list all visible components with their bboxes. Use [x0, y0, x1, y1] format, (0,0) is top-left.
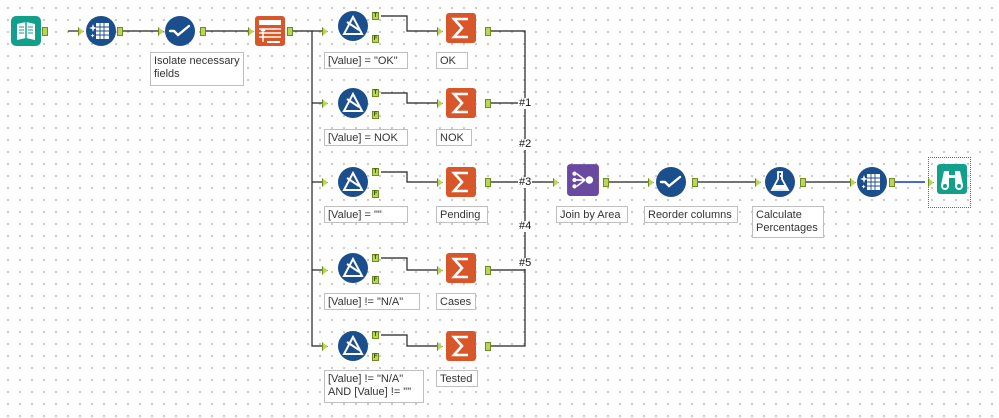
wire	[381, 257, 437, 271]
output-anchor[interactable]	[117, 27, 123, 36]
output-anchor[interactable]	[603, 178, 609, 187]
filter-icon	[338, 88, 368, 118]
filter-tool-3[interactable]	[337, 166, 369, 198]
crosstab-icon	[255, 16, 285, 46]
filter-icon	[338, 331, 368, 361]
annotation-filter-2: [Value] = NOK	[324, 129, 408, 146]
false-anchor[interactable]: F	[372, 353, 379, 361]
false-anchor[interactable]: F	[372, 276, 379, 284]
wire	[291, 30, 322, 347]
summarize-tool-2[interactable]	[445, 87, 477, 119]
select-icon	[656, 167, 686, 197]
annotation-summarize-cases: Cases	[436, 293, 476, 310]
input-data-icon	[11, 16, 41, 46]
filter-tool-4[interactable]	[337, 252, 369, 284]
formula-icon	[765, 167, 795, 197]
summarize-icon	[446, 88, 476, 118]
annotation-summarize-ok: OK	[436, 52, 468, 69]
output-anchor[interactable]	[485, 27, 491, 36]
summarize-icon	[446, 13, 476, 43]
wire-label-4: #4	[518, 220, 533, 232]
output-anchor[interactable]	[485, 266, 491, 275]
true-anchor[interactable]: T	[372, 331, 379, 339]
annotation-summarize-pending: Pending	[436, 206, 488, 223]
data-cleansing-tool[interactable]	[85, 15, 117, 47]
output-anchor[interactable]	[485, 99, 491, 108]
select-tool[interactable]	[164, 15, 196, 47]
summarize-icon	[446, 167, 476, 197]
filter-tool-5[interactable]	[337, 330, 369, 362]
output-anchor[interactable]	[200, 27, 206, 36]
false-anchor[interactable]: F	[372, 111, 379, 119]
annotation-summarize-tested: Tested	[436, 370, 478, 387]
summarize-tool-3[interactable]	[445, 166, 477, 198]
annotation-isolate: Isolate necessary fields	[150, 52, 244, 86]
annotation-filter-4: [Value] != "N/A"	[324, 293, 420, 310]
annotation-filter-5: [Value] != "N/A" AND [Value] != ""	[324, 370, 424, 403]
annotation-reorder: Reorder columns	[644, 206, 738, 223]
browse-tool[interactable]	[936, 163, 968, 195]
join-multiple-icon	[567, 164, 599, 196]
summarize-tool-1[interactable]	[445, 12, 477, 44]
filter-tool-2[interactable]	[337, 87, 369, 119]
true-anchor[interactable]: T	[372, 254, 379, 262]
wire-label-1: #1	[518, 97, 533, 109]
wire	[491, 30, 526, 347]
output-anchor[interactable]	[692, 178, 698, 187]
true-anchor[interactable]: T	[372, 12, 379, 20]
filter-tool-1[interactable]	[337, 10, 369, 42]
select-icon	[165, 16, 195, 46]
data-cleansing-icon	[86, 16, 116, 46]
wire-label-2: #2	[518, 138, 533, 150]
select-tool-reorder[interactable]	[655, 166, 687, 198]
summarize-tool-5[interactable]	[445, 330, 477, 362]
output-anchor[interactable]	[485, 342, 491, 351]
true-anchor[interactable]: T	[372, 89, 379, 97]
data-cleansing-tool-2[interactable]	[856, 166, 888, 198]
browse-icon	[937, 164, 967, 194]
annotation-filter-1: [Value] = "OK"	[324, 52, 408, 69]
true-anchor[interactable]: T	[372, 168, 379, 176]
output-anchor[interactable]	[889, 178, 895, 187]
data-cleansing-icon	[857, 167, 887, 197]
filter-icon	[338, 253, 368, 283]
filter-icon	[338, 11, 368, 41]
false-anchor[interactable]: F	[372, 35, 379, 43]
output-anchor[interactable]	[485, 178, 491, 187]
wire	[381, 171, 437, 183]
wire-label-3: #3	[518, 176, 533, 188]
annotation-summarize-nok: NOK	[436, 129, 472, 146]
summarize-icon	[446, 253, 476, 283]
join-multiple-tool[interactable]	[566, 163, 600, 197]
output-anchor[interactable]	[287, 27, 293, 36]
annotation-join: Join by Area	[556, 206, 628, 223]
output-anchor[interactable]	[42, 27, 48, 36]
input-data-tool[interactable]	[10, 15, 42, 47]
wire	[381, 15, 437, 32]
summarize-tool-4[interactable]	[445, 252, 477, 284]
wire	[381, 334, 437, 347]
wire	[381, 92, 437, 104]
summarize-icon	[446, 331, 476, 361]
false-anchor[interactable]: F	[372, 190, 379, 198]
wire-label-5: #5	[518, 257, 533, 269]
annotation-filter-3: [Value] = ""	[324, 206, 408, 223]
formula-tool[interactable]	[764, 166, 796, 198]
output-anchor[interactable]	[800, 178, 806, 187]
crosstab-tool[interactable]	[254, 15, 286, 47]
annotation-calc: Calculate Percentages	[752, 206, 824, 238]
filter-icon	[338, 167, 368, 197]
